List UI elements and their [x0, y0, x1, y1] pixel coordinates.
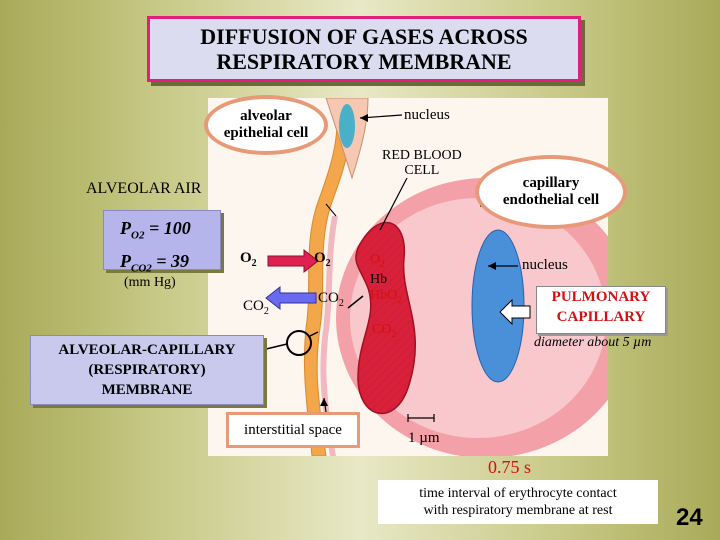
co2-left-label: CO2 [243, 298, 269, 317]
capillary-pointer-arrow [499, 298, 531, 326]
rbc-pointer [379, 177, 408, 231]
membrane-marker-circle [286, 330, 312, 356]
epithelial-nucleus [339, 104, 355, 148]
nucleus-label-top: nucleus [404, 107, 450, 123]
scale-label: 1 µm [408, 430, 440, 446]
capillary-endothelial-cell-label: capillary endothelial cell [475, 155, 627, 229]
page-number: 24 [676, 504, 703, 531]
slide-title: DIFFUSION OF GASES ACROSS RESPIRATORY ME… [147, 16, 581, 82]
o2-right-label: O2 [314, 250, 331, 269]
rbc-gas-labels: O2 Hb HbO2 [370, 252, 402, 308]
time-value: 0.75 s [488, 457, 532, 477]
alveolar-epithelial-cell-label: alveolar epithelial cell [204, 95, 328, 155]
diameter-label: diameter about 5 µm [534, 335, 652, 350]
mmhg-label: (mm Hg) [124, 275, 176, 290]
o2-left-label: O2 [240, 250, 257, 269]
pulmonary-capillary-label: PULMONARY CAPILLARY [536, 286, 666, 334]
rbc-co2: CO2 [372, 322, 396, 339]
co2-pointer-line [347, 295, 364, 309]
rbc-o2: O2 [370, 252, 385, 269]
co2-diffusion-arrow [265, 285, 317, 311]
respiratory-membrane-box: ALVEOLAR-CAPILLARY (RESPIRATORY) MEMBRAN… [30, 335, 264, 405]
time-interval-caption: time interval of erythrocyte contact wit… [378, 480, 658, 524]
title-line-1: DIFFUSION OF GASES ACROSS [200, 24, 528, 49]
nucleus-label-right: nucleus [522, 257, 568, 273]
red-blood-cell-texture [355, 222, 416, 414]
partial-pressure-box: PO2 = 100 PCO2 = 39 [103, 210, 221, 274]
interstitial-space-label: interstitial space [226, 412, 360, 448]
o2-diffusion-arrow [267, 248, 319, 274]
rbc-hbo2: HbO2 [370, 287, 402, 305]
respiratory-membrane-illustration [265, 98, 608, 456]
pointer-line [325, 203, 337, 217]
po2-line: PO2 = 100 [120, 218, 191, 242]
co2-right-label: CO2 [318, 290, 344, 309]
red-blood-cell-label: RED BLOOD CELL [382, 148, 462, 178]
interstitial-layer [320, 216, 338, 456]
rbc-hb: Hb [370, 271, 388, 287]
alveolar-air-label: ALVEOLAR AIR [86, 180, 202, 197]
pco2-line: PCO2 = 39 [120, 250, 190, 275]
title-line-2: RESPIRATORY MEMBRANE [216, 49, 512, 74]
